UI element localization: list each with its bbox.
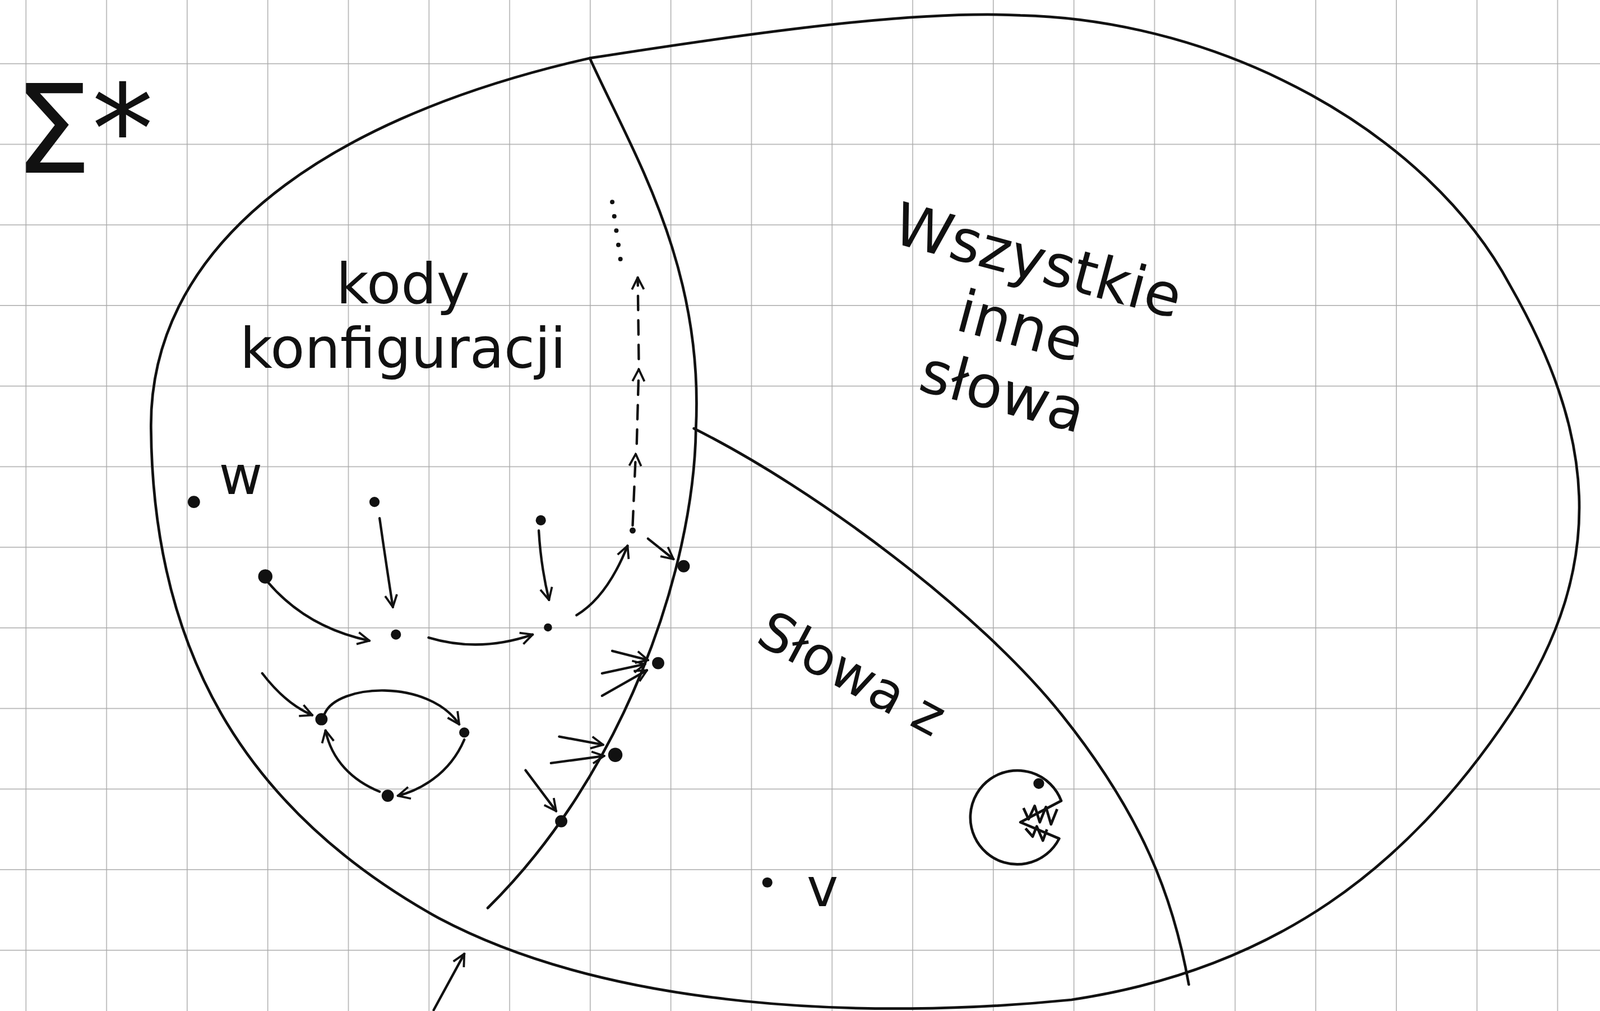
region: Σ*kody konfiguracjiWszystkie inne słowaS… (150, 12, 1600, 1011)
region: Wszystkie inne słowa (589, 12, 1600, 986)
region: Słowa z (489, 428, 1195, 1000)
configuration-dots (187, 199, 773, 888)
outer-ellipse (150, 14, 1580, 1009)
pacman-drawing (970, 770, 1062, 864)
region-label: Słowa z (748, 598, 956, 748)
transition-arrows (262, 277, 674, 1010)
point-label: w (219, 445, 263, 507)
region-label: Σ* (14, 59, 154, 202)
region-label: Wszystkie inne słowa (851, 190, 1190, 463)
region-divider (694, 428, 1190, 985)
region-label: kody konfiguracji (239, 251, 567, 381)
point-label: v (806, 857, 839, 919)
region-divider (487, 58, 697, 909)
